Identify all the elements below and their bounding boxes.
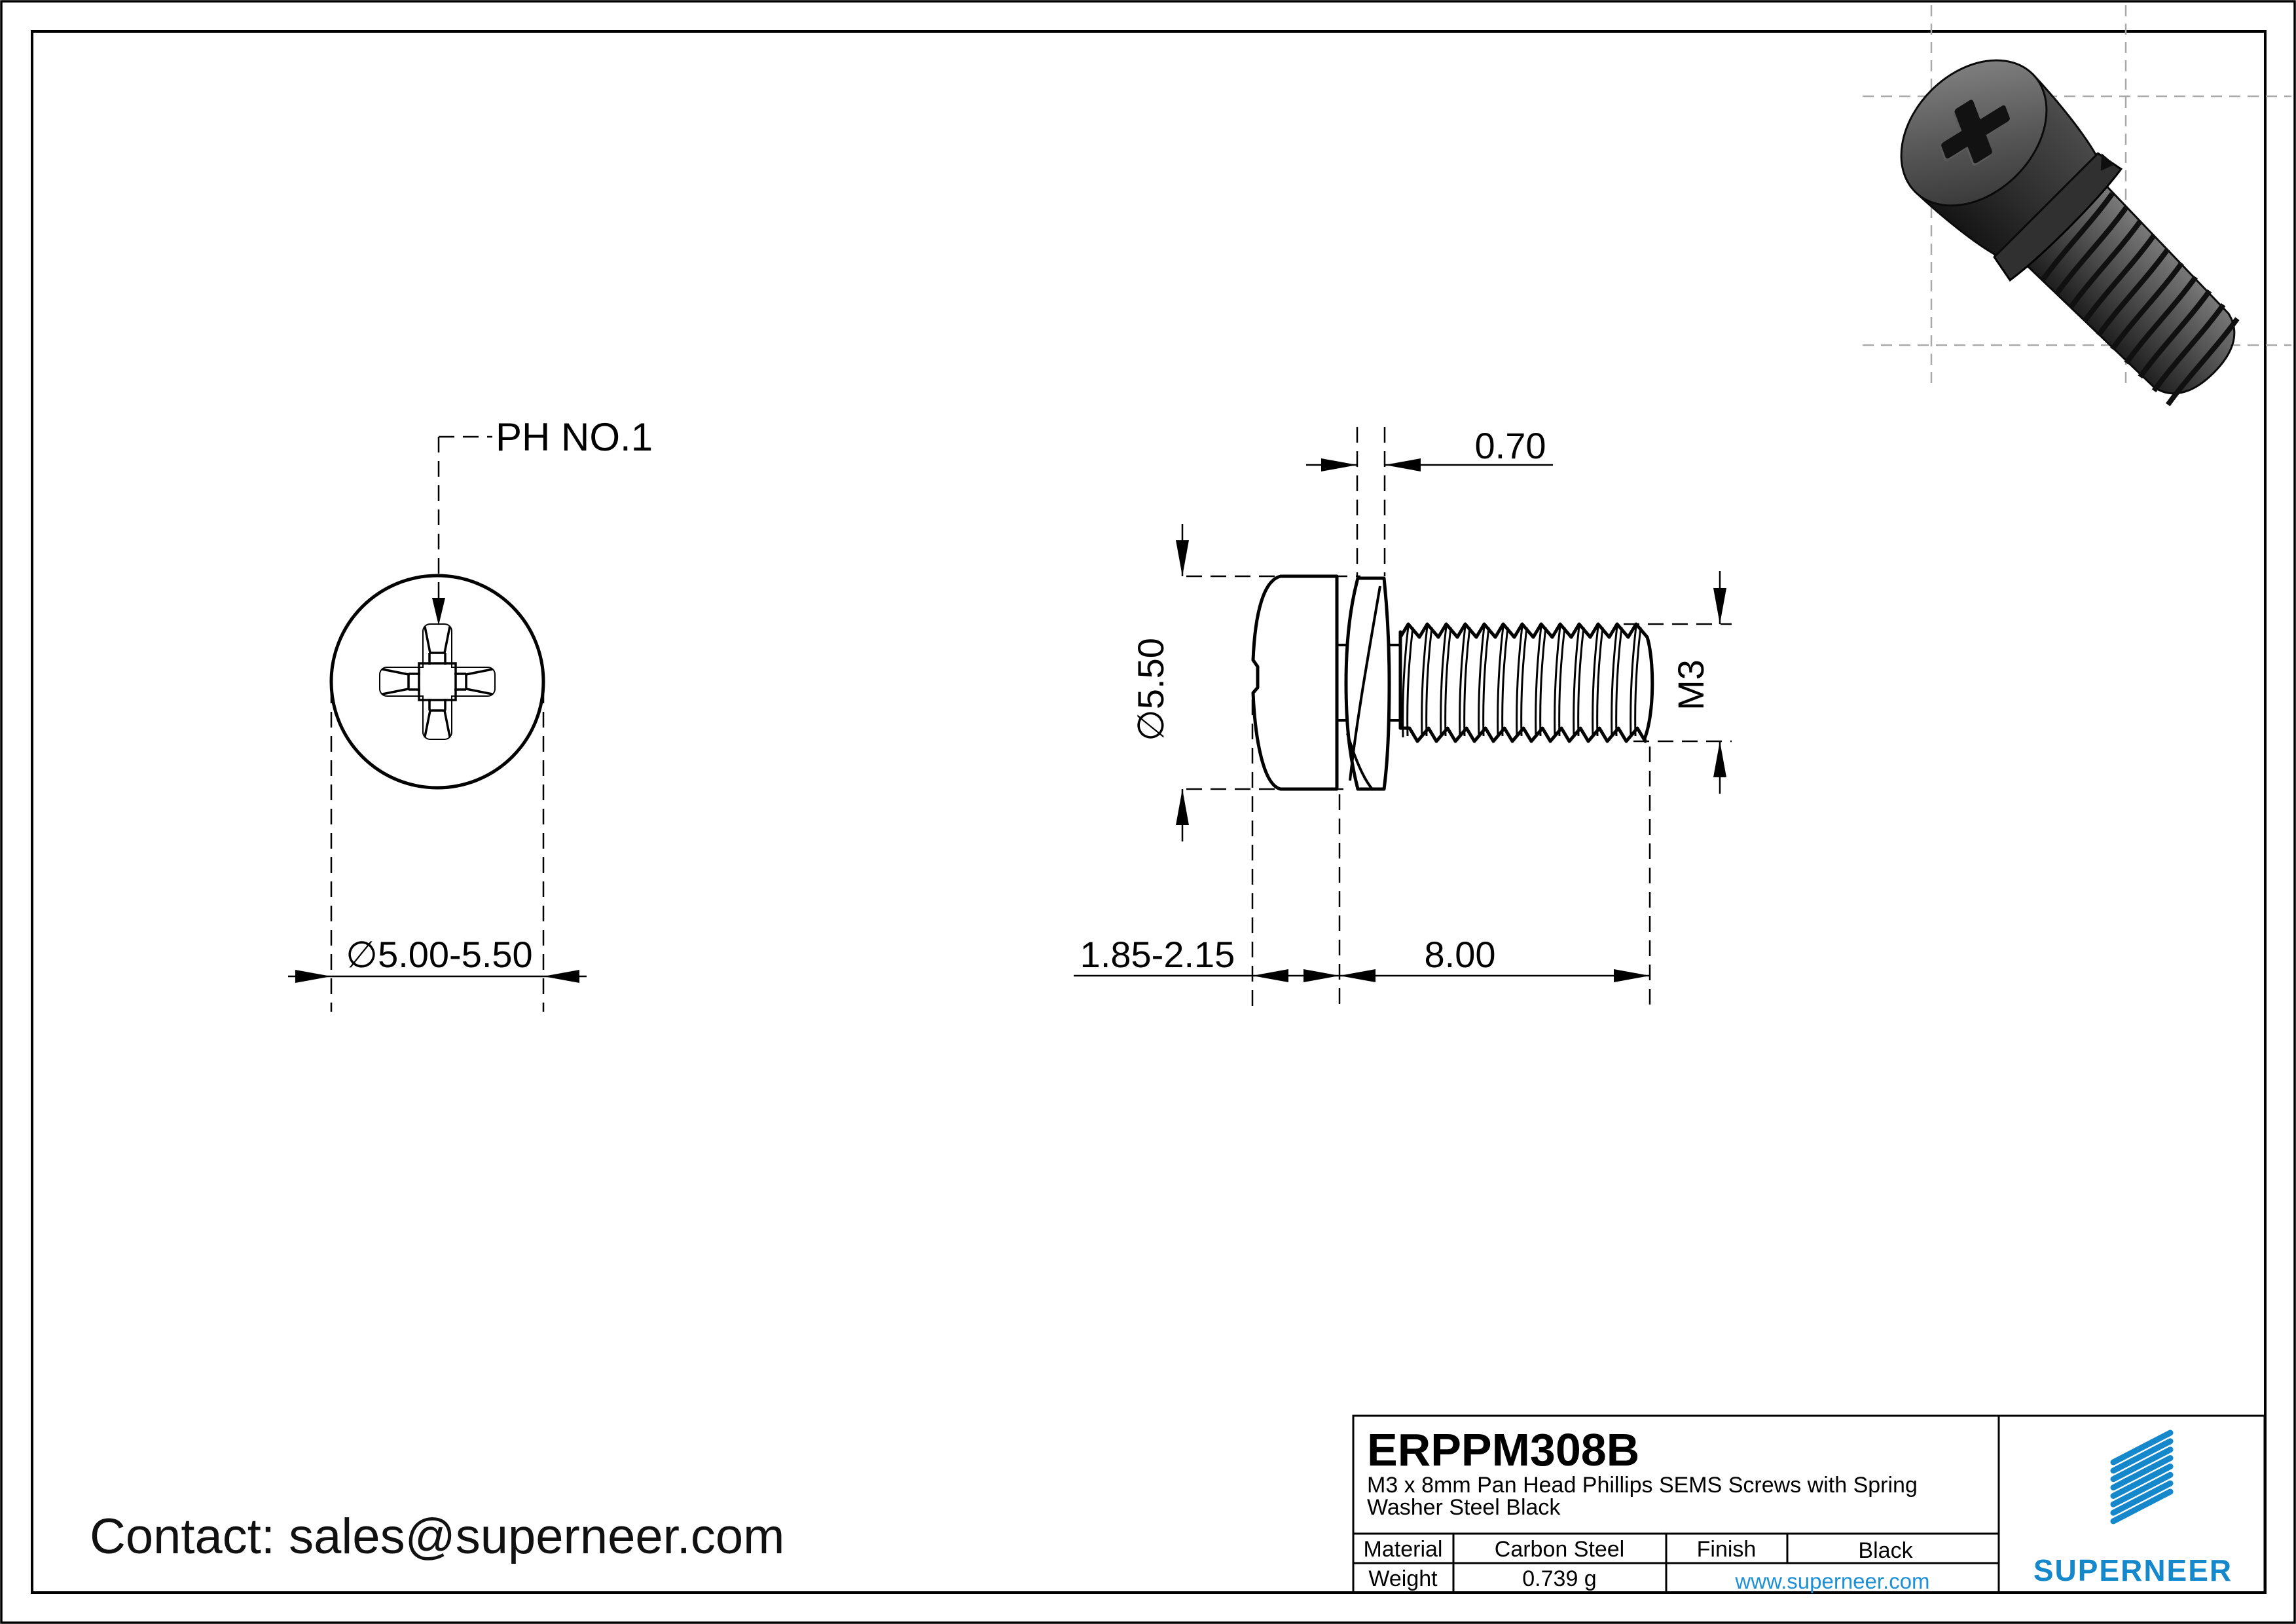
screw-3d-thread-ridges [2041,192,2240,407]
inner-frame [31,30,2267,1594]
finish-value: Black [1858,1538,1913,1563]
screw-3d-washer-split [2100,153,2115,171]
thread-length-arrow-right [1614,969,1650,982]
website-link[interactable]: www.superneer.com [1734,1569,1929,1593]
head-diameter-arrow-bottom [1176,789,1189,825]
diameter-extension-lines [330,688,545,1012]
logo-stripe [2110,1455,2174,1491]
washer-thickness-label: 0.70 [1475,425,1546,466]
screw-3d-thread-stripe [2041,192,2240,407]
thread-flank-lines [1402,625,1642,738]
thread-length-arrow-left [1339,969,1376,982]
head-diameter-arrow-top [1176,540,1189,576]
phillips-center-square [418,662,457,701]
logo-stripe [2110,1430,2174,1466]
thread-size-label: M3 [1670,659,1711,710]
drive-leader-line [437,435,492,598]
logo-stripe [2110,1463,2174,1499]
head-diameter-label-side: ∅5.50 [1130,638,1171,741]
diameter-arrow-right [543,970,579,983]
thread-length-label: 8.00 [1425,934,1496,975]
weight-value: 0.739 g [1522,1566,1596,1591]
side-view: 0.70 ∅5.50 M3 1.85-2.15 8.00 [1074,425,1732,1012]
finish-label: Finish [1697,1537,1757,1562]
head-diameter-label: ∅5.00-5.50 [346,934,532,975]
screw-3d-phillips-recess [1940,100,2010,166]
washer-extension-lines [1356,427,1386,576]
pan-head-profile [1251,574,1339,791]
front-view: PH NO.1 ∅5.00-5.50 [288,415,653,1012]
title-block-border [1352,1414,2266,1594]
weight-label: Weight [1368,1566,1438,1591]
contact-text: Contact: sales@superneer.com [90,1509,784,1564]
drive-label: PH NO.1 [496,415,653,459]
spring-washer-split-lines [1346,585,1381,790]
washer-arrow-left [1321,458,1357,471]
thread-diameter-extensions [1624,623,1732,743]
washer-arrow-right [1385,458,1421,471]
diagonal-stripes-logo-icon [2110,1430,2174,1524]
head-height-arrow-right [1303,969,1339,982]
logo-stripe [2110,1480,2174,1516]
logo-stripe [2110,1488,2174,1524]
logo-stripe [2110,1471,2174,1507]
brand-name: SUPERNEER [2033,1553,2232,1587]
logo-stripe [2110,1438,2174,1474]
logo-stripe [2110,1447,2174,1483]
part-number: ERPPM308B [1367,1424,1639,1475]
title-block: ERPPM308B M3 x 8mm Pan Head Phillips SEM… [1352,1414,2266,1594]
diameter-arrow-left [295,970,331,983]
description-line1: M3 x 8mm Pan Head Phillips SEMS Screws w… [1367,1473,1918,1498]
phillips-arm-details [382,626,493,737]
description-line2: Washer Steel Black [1367,1495,1561,1520]
head-height-label: 1.85-2.15 [1080,934,1235,975]
screw-3d-render [1900,59,2240,407]
spring-washer-profile [1344,576,1391,791]
title-block-grid [1353,1416,2000,1593]
thread-size-arrow-bottom [1713,741,1726,777]
thread-size-arrow-top [1713,588,1726,624]
material-label: Material [1364,1537,1443,1562]
material-value: Carbon Steel [1495,1537,1624,1562]
head-height-arrow-left [1252,969,1288,982]
drive-leader-arrow [432,598,445,625]
screw-3d-head-side [1914,73,2098,257]
